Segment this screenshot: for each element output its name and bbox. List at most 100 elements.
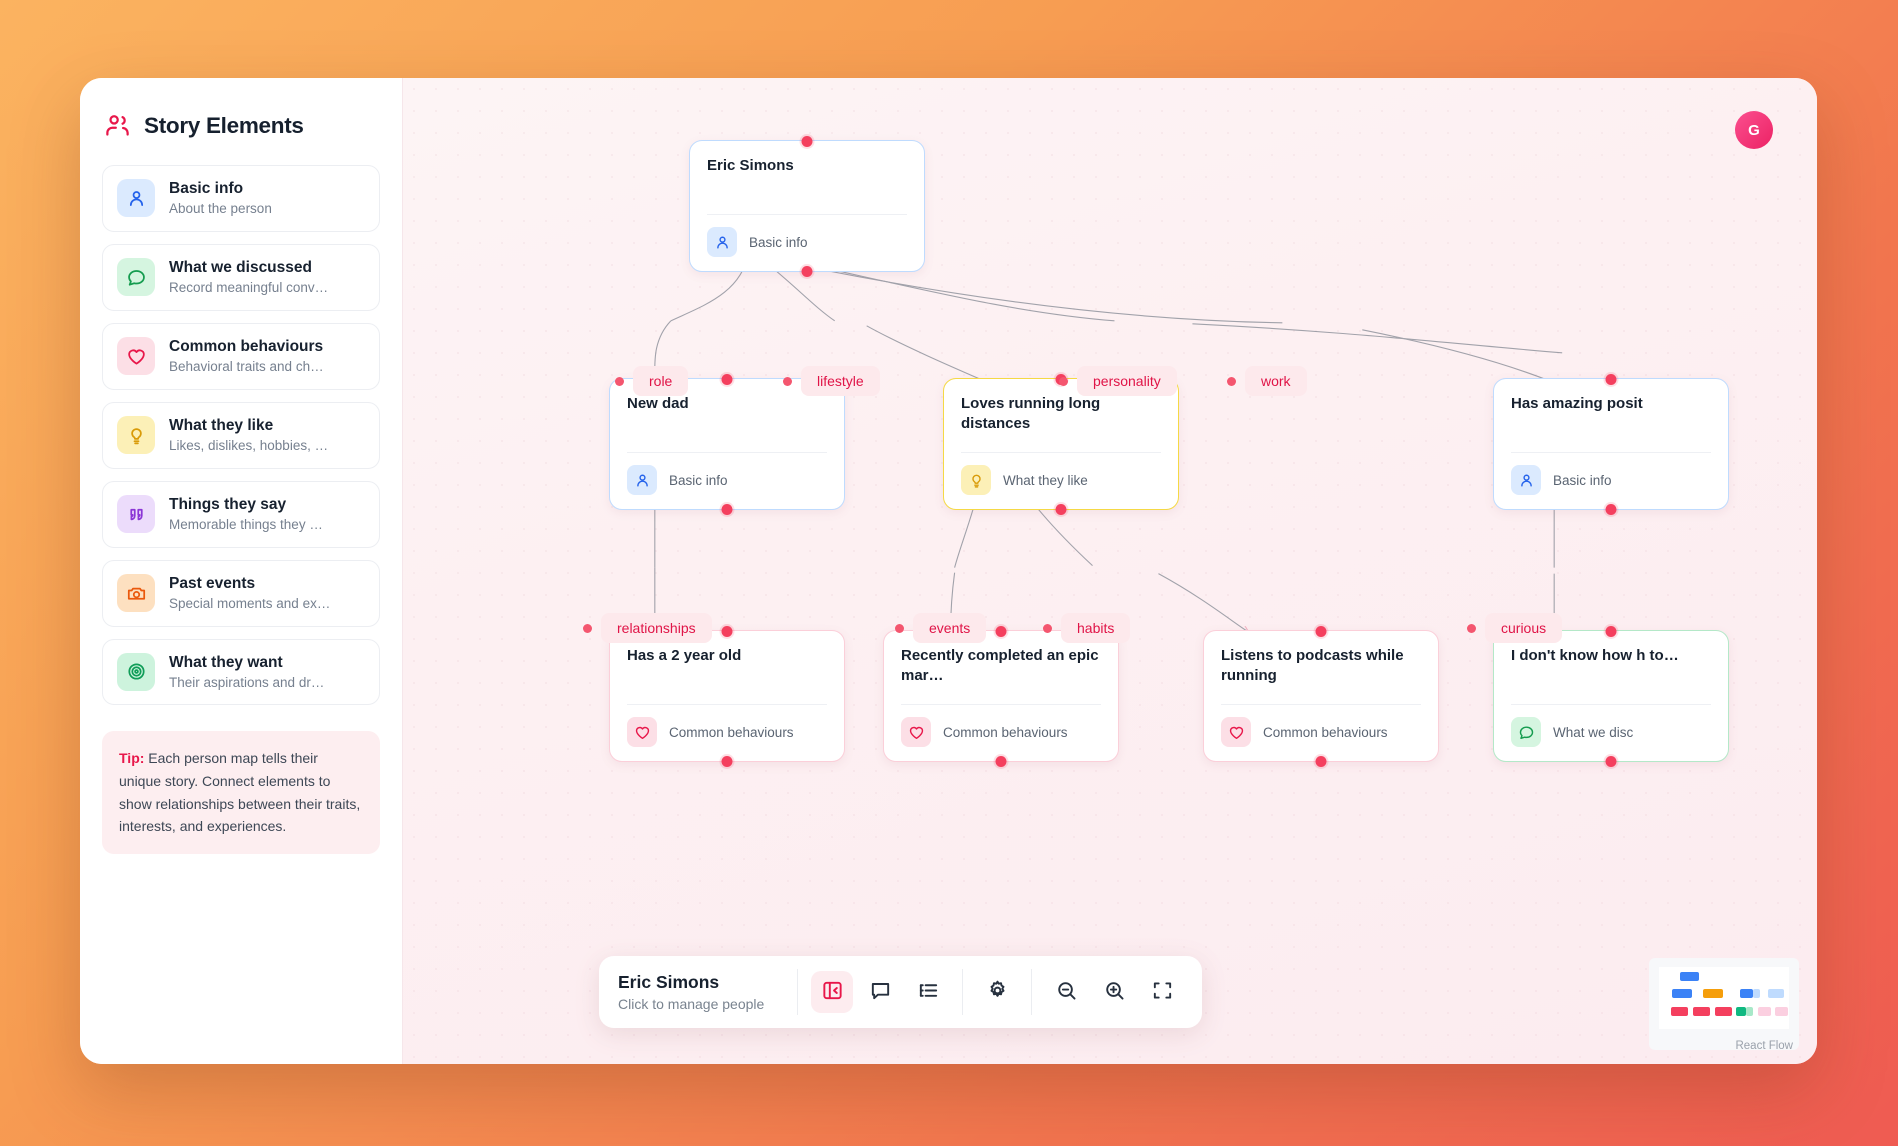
zoom-in-icon xyxy=(1103,979,1126,1005)
edge-label[interactable]: personality xyxy=(1059,366,1177,396)
fit-view-icon xyxy=(1151,979,1174,1005)
zoom-out-button[interactable] xyxy=(1045,971,1087,1013)
flow-node[interactable]: I don't know how h to…What we disc xyxy=(1493,625,1729,767)
minimap-caption: React Flow xyxy=(1735,1040,1793,1052)
sidebar-item-label: Basic info xyxy=(169,180,244,197)
node-divider xyxy=(1511,704,1711,705)
edge-label[interactable]: lifestyle xyxy=(783,366,880,396)
minimap-node xyxy=(1714,1007,1732,1017)
node-category-label: Basic info xyxy=(669,472,728,488)
camera-icon xyxy=(117,574,155,613)
node-handle-bottom[interactable] xyxy=(721,755,733,767)
edge-handle-dot[interactable] xyxy=(1043,623,1052,633)
settings-button[interactable] xyxy=(976,971,1018,1013)
edge-handle-dot[interactable] xyxy=(583,623,592,633)
node-handle-top[interactable] xyxy=(995,625,1007,637)
edge-label[interactable]: relationships xyxy=(583,613,712,643)
node-handle-bottom[interactable] xyxy=(1315,755,1327,767)
minimap-node xyxy=(1768,989,1784,999)
node-category-label: Common behaviours xyxy=(669,724,794,740)
avatar[interactable]: G xyxy=(1735,111,1773,149)
edge-handle-dot[interactable] xyxy=(895,623,904,633)
node-handle-top[interactable] xyxy=(801,135,813,147)
edge-label-text: lifestyle xyxy=(801,366,880,396)
node-category-label: What we disc xyxy=(1553,724,1634,740)
node-handle-bottom[interactable] xyxy=(801,265,813,277)
node-divider xyxy=(1221,704,1421,705)
node-handle-top[interactable] xyxy=(721,373,733,385)
node-handle-top[interactable] xyxy=(1315,625,1327,637)
tip-box: Tip: Each person map tells their unique … xyxy=(102,731,380,855)
edge-handle-dot[interactable] xyxy=(1059,376,1068,386)
list-tree-icon xyxy=(917,979,940,1005)
heart-icon xyxy=(901,717,931,747)
toolbar-group-view xyxy=(811,971,949,1013)
zoom-in-button[interactable] xyxy=(1093,971,1135,1013)
canvas-toolbar: Eric Simons Click to manage people xyxy=(599,956,1203,1028)
node-handle-bottom[interactable] xyxy=(1605,503,1617,515)
edge-label[interactable]: work xyxy=(1227,366,1307,396)
node-divider xyxy=(707,214,907,215)
sidebar-item-label: What we discussed xyxy=(169,258,312,276)
edge-handle-dot[interactable] xyxy=(1227,376,1236,386)
person-icon xyxy=(1511,465,1541,495)
node-category-label: Basic info xyxy=(1553,472,1612,488)
quote-icon xyxy=(117,495,155,534)
heart-icon xyxy=(1221,717,1251,747)
edge-handle-dot[interactable] xyxy=(783,376,792,386)
minimap[interactable]: React Flow xyxy=(1649,958,1799,1052)
node-category-label: Common behaviours xyxy=(1263,724,1388,740)
edge-handle-dot[interactable] xyxy=(615,376,624,386)
sidebar-item-label: Common behaviours xyxy=(169,337,324,355)
node-handle-top[interactable] xyxy=(1605,625,1617,637)
node-title: New dad xyxy=(627,395,689,412)
sidebar-item-label: What they like xyxy=(169,416,274,434)
minimap-node xyxy=(1774,1007,1788,1017)
edge-label[interactable]: habits xyxy=(1043,613,1131,643)
node-title: Recently completed an epic mar… xyxy=(901,647,1099,684)
sidebar-item-sub: Likes, dislikes, hobbies, … xyxy=(169,438,329,454)
person-icon xyxy=(117,179,155,218)
node-handle-bottom[interactable] xyxy=(721,503,733,515)
node-divider xyxy=(627,452,827,453)
page-title: Story Elements xyxy=(144,112,304,138)
edge-handle-dot[interactable] xyxy=(1467,623,1476,633)
outline-button[interactable] xyxy=(907,971,949,1013)
node-footer: Common behaviours xyxy=(627,705,827,761)
flow-node[interactable]: Recently completed an epic mar…Common be… xyxy=(883,625,1119,767)
minimap-node xyxy=(1672,989,1692,999)
node-handle-top[interactable] xyxy=(721,625,733,637)
node-handle-top[interactable] xyxy=(1605,373,1617,385)
minimap-viewport xyxy=(1659,967,1789,1029)
node-handle-bottom[interactable] xyxy=(1605,755,1617,767)
toggle-panel-button[interactable] xyxy=(811,971,854,1013)
minimap-node xyxy=(1679,971,1700,981)
edge-label-text: habits xyxy=(1061,613,1131,643)
comment-button[interactable] xyxy=(859,971,901,1013)
sidebar-item-label: What they want xyxy=(169,653,283,671)
node-handle-bottom[interactable] xyxy=(995,755,1007,767)
edge-label-text: role xyxy=(633,366,689,396)
edge-label[interactable]: events xyxy=(895,613,987,643)
edge-label[interactable]: role xyxy=(615,366,689,396)
node-handle-bottom[interactable] xyxy=(1055,503,1067,515)
fit-view-button[interactable] xyxy=(1141,971,1183,1013)
minimap-node xyxy=(1757,1007,1771,1017)
edge-label[interactable]: curious xyxy=(1467,613,1563,643)
manage-people-button[interactable]: Eric Simons Click to manage people xyxy=(618,972,784,1012)
